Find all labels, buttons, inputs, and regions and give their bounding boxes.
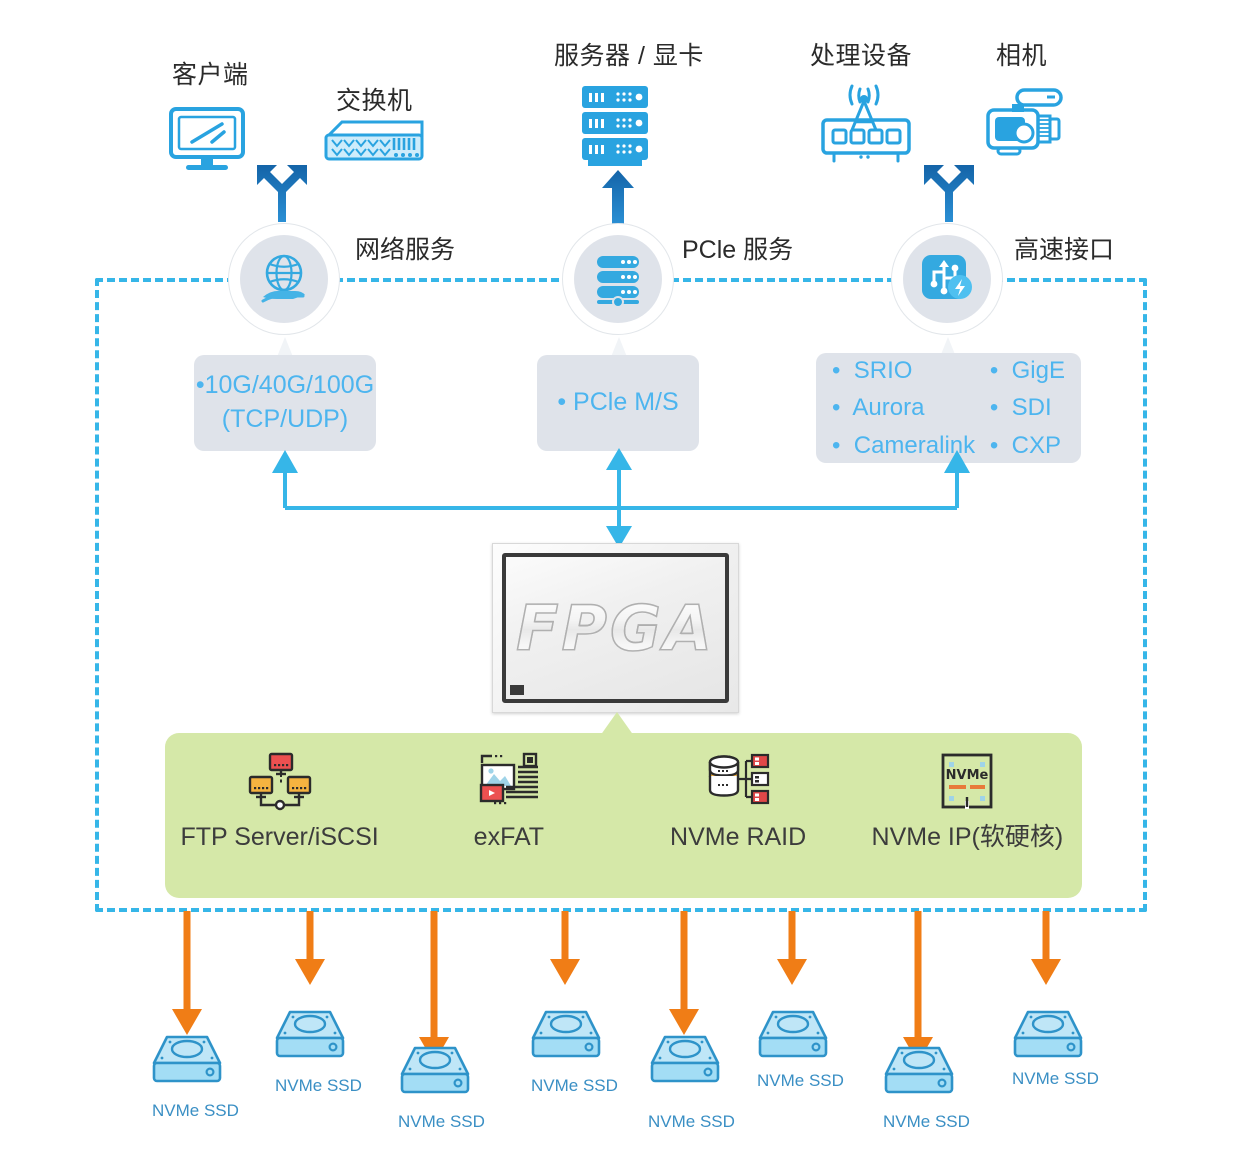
nvme-chip-icon: NVMe (939, 753, 995, 811)
protocol-box-highspeed: • SRIO • Aurora • Cameralink • GigE • SD… (816, 353, 1081, 463)
svg-text:NVMe: NVMe (946, 768, 989, 783)
ssd-icon-8 (1011, 1008, 1085, 1062)
highspeed-item-sdi: • SDI (989, 394, 1052, 422)
ssd-icon-3 (398, 1044, 472, 1098)
monitor-icon (168, 106, 254, 172)
fork-arrow-highspeed (915, 160, 983, 222)
feature-label-nvme-raid: NVMe RAID (670, 823, 807, 851)
protocol-network-lines: •10G/40G/100G (TCP/UDP) (194, 369, 376, 437)
ssd-icon-2 (273, 1008, 347, 1062)
server-rack-icon (578, 84, 654, 168)
ssd-icon-6 (756, 1008, 830, 1062)
arrow-server-up (598, 168, 638, 224)
feature-label-exfat: exFAT (473, 823, 545, 851)
feature-ftp: FTP Server/iSCSI (165, 752, 394, 851)
arrow-fpga-to-features (600, 712, 634, 736)
ssd-label-8: NVMe SSD (1012, 1069, 1099, 1088)
feature-label-nvme-ip: NVMe IP(软硬核) (871, 823, 1064, 851)
device-label-server: 服务器 / 显卡 (554, 42, 704, 70)
connector-ring-to-pcie-box (611, 337, 627, 357)
feature-nvme-raid: NVMe RAID (624, 753, 853, 850)
highspeed-item-cxp: • CXP (989, 431, 1061, 459)
network-switch-icon (322, 116, 428, 170)
protocol-network-line-1: •10G/40G/100G (195, 371, 375, 400)
fpga-label: FPGA (515, 591, 715, 666)
service-ring-network (228, 223, 340, 335)
highspeed-item-srio: • SRIO (832, 357, 913, 385)
protocol-box-pcie: • PCle M/S (537, 355, 699, 451)
highspeed-right-column: • GigE • SDI • CXP (990, 355, 1065, 461)
ssd-icon-7 (882, 1044, 956, 1098)
globe-hand-icon (240, 235, 328, 323)
ssd-label-1: NVMe SSD (152, 1101, 239, 1120)
database-raid-icon (706, 753, 770, 811)
service-ring-pcie (562, 223, 674, 335)
network-computers-icon (248, 752, 311, 811)
service-label-network: 网络服务 (355, 236, 456, 264)
storage-arrows (0, 905, 1242, 1065)
protocol-pcie-line-1: • PCle M/S (557, 388, 679, 417)
protocol-bus-lines (95, 440, 1147, 550)
ssd-label-2: NVMe SSD (275, 1076, 362, 1095)
fork-arrow-network (248, 160, 316, 222)
usb-bolt-icon (903, 235, 991, 323)
device-label-client: 客户端 (172, 61, 249, 89)
ssd-label-6: NVMe SSD (757, 1071, 844, 1090)
antenna-device-icon (818, 82, 914, 166)
connector-ring-to-highspeed-box (940, 337, 956, 357)
ssd-icon-5 (648, 1033, 722, 1087)
device-label-switch: 交换机 (336, 87, 413, 115)
ssd-label-5: NVMe SSD (648, 1112, 735, 1131)
fpga-chip: FPGA (492, 543, 739, 713)
service-ring-highspeed (891, 223, 1003, 335)
protocol-network-line-2: (TCP/UDP) (221, 405, 349, 433)
protocol-box-network: •10G/40G/100G (TCP/UDP) (194, 355, 376, 451)
feature-exfat: exFAT (394, 752, 623, 851)
server-stack-icon (574, 235, 662, 323)
fpga-chip-core: FPGA (502, 553, 729, 703)
feature-nvme-ip: NVMe NVMe IP(软硬核) (853, 753, 1082, 850)
media-document-icon (478, 752, 540, 811)
device-label-camera: 相机 (996, 42, 1048, 70)
ssd-label-7: NVMe SSD (883, 1112, 970, 1131)
highspeed-item-aurora: • Aurora (832, 394, 925, 422)
device-label-processing: 处理设备 (810, 42, 913, 70)
video-camera-icon (982, 86, 1074, 158)
ssd-label-4: NVMe SSD (531, 1076, 618, 1095)
feature-band: FTP Server/iSCSI (165, 733, 1082, 898)
ssd-label-3: NVMe SSD (398, 1112, 485, 1131)
service-label-pcie: PCle 服务 (682, 236, 794, 264)
highspeed-item-gige: • GigE (989, 357, 1065, 385)
feature-label-ftp: FTP Server/iSCSI (180, 823, 379, 851)
connector-ring-to-network-box (277, 337, 293, 357)
ssd-icon-4 (529, 1008, 603, 1062)
service-label-highspeed: 高速接口 (1014, 236, 1115, 264)
ssd-icon-1 (150, 1033, 224, 1087)
